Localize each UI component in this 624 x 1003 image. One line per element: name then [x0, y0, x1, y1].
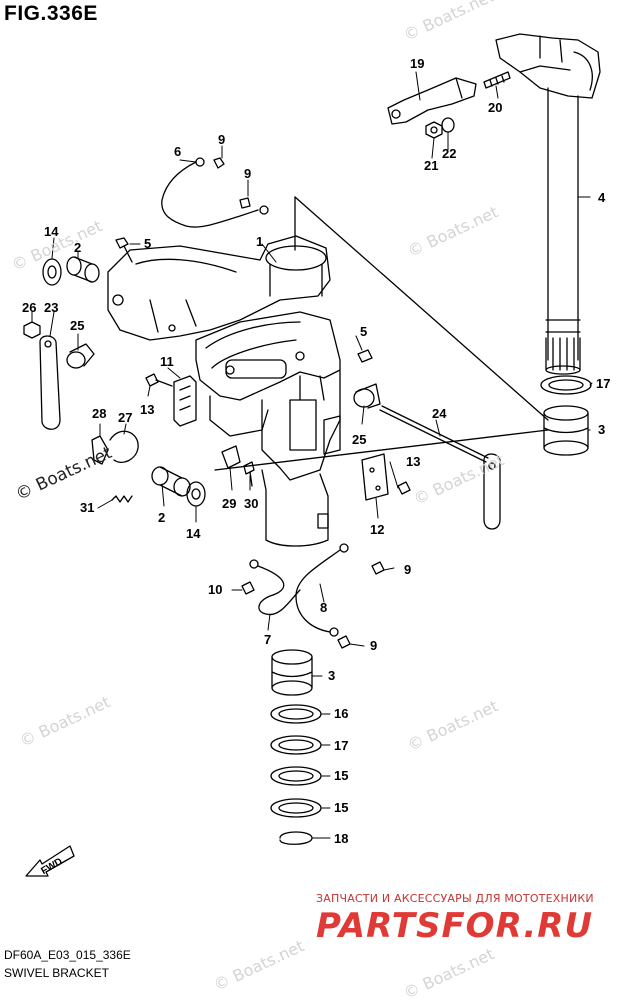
clip-28 [91, 435, 109, 465]
callout-25: 25 [352, 432, 366, 447]
ground-wire-7 [249, 559, 301, 616]
bracket-19 [387, 77, 477, 125]
bolt-9-lower-a [371, 561, 385, 575]
washer-14-top [42, 258, 62, 286]
callout-22: 22 [442, 146, 456, 161]
callout-30: 30 [244, 496, 258, 511]
callout-13: 13 [406, 454, 420, 469]
ad-brand-logo: PARTSFOR.RU [316, 906, 594, 946]
bolt-13-left [145, 373, 173, 387]
reference-line [214, 429, 549, 471]
leader-lines [31, 71, 593, 839]
callout-20: 20 [488, 100, 502, 115]
callout-27: 27 [118, 410, 132, 425]
spring-31 [111, 495, 133, 503]
callout-5: 5 [360, 324, 367, 339]
figure-code: DF60A_E03_015_336E [4, 948, 131, 962]
plate-23 [39, 335, 61, 430]
bushing-25-left [66, 343, 95, 369]
fwd-label: FWD [39, 856, 64, 877]
washer-22 [441, 117, 455, 133]
thrust-washer-17-right [540, 375, 592, 395]
callout-21: 21 [424, 158, 438, 173]
ad-tagline: ЗАПЧАСТИ И АКСЕССУАРЫ ДЛЯ МОТОТЕХНИКИ [316, 892, 594, 905]
callout-9: 9 [244, 166, 251, 181]
callout-17: 17 [334, 738, 348, 753]
callout-28: 28 [92, 406, 106, 421]
retaining-ring-27 [109, 430, 139, 463]
washer-17-bottom [270, 735, 322, 755]
callout-8: 8 [320, 600, 327, 615]
callout-4: 4 [598, 190, 606, 205]
washer-15-a [270, 766, 322, 786]
callout-1: 1 [256, 234, 263, 249]
washer-16 [270, 704, 322, 724]
callout-3: 3 [598, 422, 605, 437]
circlip-18 [279, 831, 313, 845]
bolt-9-lower-b [337, 635, 351, 649]
ground-wire-6 [161, 157, 269, 228]
bushing-3-bottom [271, 649, 313, 696]
bracket-11 [173, 375, 197, 427]
callout-14: 14 [44, 224, 59, 239]
washer-14-bottom [186, 481, 206, 507]
nut-21 [425, 121, 443, 139]
callout-5: 5 [144, 236, 151, 251]
callout-18: 18 [334, 831, 348, 846]
callout-19: 19 [410, 56, 424, 71]
bolt-13-right [397, 481, 411, 495]
callout-14: 14 [186, 526, 201, 541]
bushing-25-right [353, 383, 381, 409]
callout-6: 6 [174, 144, 181, 159]
callout-13: 13 [140, 402, 154, 417]
callout-23: 23 [44, 300, 58, 315]
figure-name: SWIVEL BRACKET [4, 966, 109, 980]
bolt-20 [483, 71, 511, 89]
steering-shaft [495, 33, 601, 375]
bolt-5-right [357, 349, 373, 363]
callout-31: 31 [80, 500, 94, 515]
callout-7: 7 [264, 632, 271, 647]
fwd-arrow-icon [25, 845, 75, 877]
callout-29: 29 [222, 496, 236, 511]
callout-15: 15 [334, 768, 348, 783]
callout-labels: 1 2 2 3 3 4 5 5 6 7 8 9 9 9 9 10 11 12 1… [22, 56, 610, 846]
screw-30 [243, 461, 255, 487]
callout-25: 25 [70, 318, 84, 333]
clip-29 [221, 445, 241, 469]
bushing-3-right [543, 405, 589, 456]
callout-2: 2 [74, 240, 81, 255]
callout-17: 17 [596, 376, 610, 391]
tilt-rod-24 [379, 405, 501, 530]
plate-12 [361, 453, 389, 501]
bushing-2-bottom [151, 466, 191, 497]
callout-2: 2 [158, 510, 165, 525]
swivel-bracket-body [107, 235, 341, 547]
reference-line [294, 196, 549, 421]
bolt-10 [241, 581, 255, 595]
callout-11: 11 [160, 354, 174, 369]
ground-wire-8 [295, 543, 349, 637]
bushing-2-top [66, 256, 100, 283]
callout-9: 9 [404, 562, 411, 577]
callout-26: 26 [22, 300, 36, 315]
callout-15: 15 [334, 800, 348, 815]
callout-10: 10 [208, 582, 222, 597]
callout-3: 3 [328, 668, 335, 683]
callout-9: 9 [218, 132, 225, 147]
callout-16: 16 [334, 706, 348, 721]
washer-15-b [270, 798, 322, 818]
nut-26 [23, 321, 41, 339]
callout-9: 9 [370, 638, 377, 653]
callout-24: 24 [432, 406, 447, 421]
figure-title: FIG.336E [4, 2, 98, 25]
callout-12: 12 [370, 522, 384, 537]
bolt-5-top [115, 237, 133, 263]
